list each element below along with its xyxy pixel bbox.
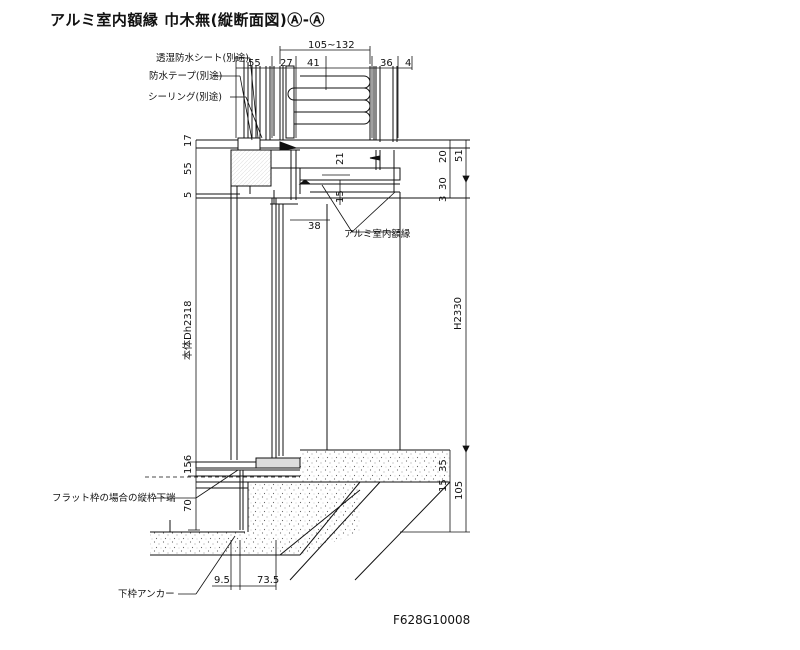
label-alu-frame: アルミ室内額縁 xyxy=(344,228,411,240)
dim-left-55: 55 xyxy=(183,162,194,175)
dim-bot-9-5: 9.5 xyxy=(214,575,230,586)
label-bottom-anchor: 下枠アンカー xyxy=(118,588,175,600)
dim-r-51: 51 xyxy=(454,149,465,162)
dim-top-36: 36 xyxy=(380,58,393,69)
drawing-code: F628G10008 xyxy=(393,613,471,627)
dim-left-5: 5 xyxy=(183,192,194,198)
dim-h-total: H2330 xyxy=(453,297,464,330)
dim-b-35: 35 xyxy=(438,459,449,472)
dim-bl-70: 70 xyxy=(183,499,194,512)
dim-d-38: 38 xyxy=(308,221,321,232)
label-flat-frame-note: フラット枠の場合の縦枠下端 xyxy=(52,492,176,504)
dim-top-41: 41 xyxy=(307,58,320,69)
dim-r-30: 30 xyxy=(438,177,449,190)
dim-top-55: 55 xyxy=(248,58,261,69)
dim-bl-156: 156 xyxy=(183,455,194,474)
label-sealing: シーリング(別途) xyxy=(148,91,222,103)
dim-r-3: 3 xyxy=(438,196,449,202)
dim-left-17: 17 xyxy=(183,134,194,147)
label-moisture-sheet: 透湿防水シート(別途) xyxy=(156,52,249,64)
dim-d-21: 21 xyxy=(335,152,346,165)
dim-b-15: 15 xyxy=(438,479,449,492)
dim-top-27: 27 xyxy=(280,58,293,69)
dim-body-dh: 本体Dh2318 xyxy=(181,301,194,361)
dim-top-4: 4 xyxy=(405,58,411,69)
dim-bot-73-5: 73.5 xyxy=(257,575,279,586)
wall-section-top xyxy=(243,60,398,142)
dim-b-105: 105 xyxy=(454,481,465,500)
dim-d-15: 15 xyxy=(335,190,346,203)
dimension-lines xyxy=(145,46,470,595)
drawing-title: アルミ室内額縁 巾木無(縦断面図)Ⓐ-Ⓐ xyxy=(50,11,326,29)
head-frame xyxy=(196,137,470,205)
concrete-floor xyxy=(150,449,451,581)
label-waterproof-tape: 防水テープ(別途) xyxy=(149,70,222,82)
jamb-section xyxy=(230,186,401,464)
dim-top-range: 105~132 xyxy=(308,40,355,51)
dim-r-20: 20 xyxy=(438,150,449,163)
